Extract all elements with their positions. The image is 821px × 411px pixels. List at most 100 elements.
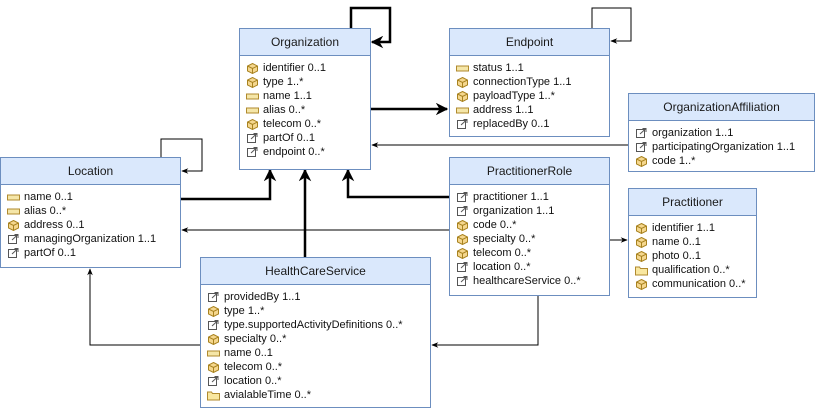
attribute-row: providedBy 1..1 [207,290,430,304]
attribute-row: name 0..1 [635,235,756,249]
datatype-icon [635,155,652,167]
attribute-row: organization 1..1 [635,126,814,140]
attribute-label: location 0..* [473,261,531,273]
reference-icon [456,118,473,130]
attribute-row: avialableTime 0..* [207,388,430,402]
healthcare-service-class-title: HealthCareService [201,258,430,285]
attribute-row: location 0..* [207,374,430,388]
attribute-label: alias 0..* [263,104,306,116]
datatype-icon [7,219,24,231]
attribute-row: organization 1..1 [456,204,609,218]
primitive-icon [246,91,263,102]
primitive-icon [456,63,473,74]
practitioner-class-title: Practitioner [629,189,756,216]
attribute-row: address 1..1 [456,103,609,117]
attribute-label: code 1..* [652,155,696,167]
practitioner-role-class-title: PractitionerRole [450,158,609,185]
attribute-row: type.supportedActivityDefinitions 0..* [207,318,430,332]
attribute-row: specialty 0..* [207,332,430,346]
attribute-row: participatingOrganization 1..1 [635,140,814,154]
attribute-label: type 1..* [224,305,265,317]
attribute-label: partOf 0..1 [263,132,315,144]
attribute-row: telecom 0..* [456,246,609,260]
attribute-label: telecom 0..* [263,118,322,130]
attribute-row: location 0..* [456,260,609,274]
datatype-icon [246,118,263,130]
attribute-label: identifier 1..1 [652,222,715,234]
datatype-icon [635,222,652,234]
location-partof-self-edge [160,138,203,174]
datatype-icon [246,62,263,74]
attribute-row: identifier 0..1 [246,61,370,75]
attribute-row: name 0..1 [7,190,180,204]
attribute-row: alias 0..* [7,204,180,218]
attribute-label: connectionType 1..1 [473,76,572,88]
datatype-icon [207,305,224,317]
attribute-label: alias 0..* [24,205,67,217]
attribute-label: participatingOrganization 1..1 [652,141,796,153]
datatype-icon [635,250,652,262]
attribute-row: managingOrganization 1..1 [7,232,180,246]
healthcare-service-class[interactable]: HealthCareService providedBy 1..1 type 1.… [200,257,431,408]
datatype-icon [635,236,652,248]
datatype-icon [207,361,224,373]
attribute-label: endpoint 0..* [263,146,325,158]
attribute-row: identifier 1..1 [635,221,756,235]
attribute-row: practitioner 1..1 [456,190,609,204]
attribute-label: specialty 0..* [473,233,536,245]
attribute-label: managingOrganization 1..1 [24,233,157,245]
location-organization-edge [181,168,277,201]
attribute-row: endpoint 0..* [246,145,370,159]
attribute-row: qualification 0..* [635,263,756,277]
datatype-icon [456,76,473,88]
attribute-label: communication 0..* [652,278,746,290]
reference-icon [635,141,652,153]
attribute-row: telecom 0..* [207,360,430,374]
attribute-row: specialty 0..* [456,232,609,246]
datatype-icon [456,233,473,245]
attribute-row: telecom 0..* [246,117,370,131]
datatype-icon [635,278,652,290]
reference-icon [635,127,652,139]
attribute-row: code 0..* [456,218,609,232]
backbone-icon [207,390,224,401]
attribute-label: name 0..1 [224,347,273,359]
reference-icon [7,233,24,245]
endpoint-class-title: Endpoint [450,29,609,56]
attribute-label: identifier 0..1 [263,62,326,74]
attribute-label: specialty 0..* [224,333,287,345]
attribute-row: replacedBy 0..1 [456,117,609,131]
attribute-label: organization 1..1 [473,205,555,217]
practitionerrole-organization-edge [341,168,449,199]
attribute-label: code 0..* [473,219,517,231]
attribute-label: organization 1..1 [652,127,734,139]
attribute-row: code 1..* [635,154,814,168]
reference-icon [456,261,473,273]
attribute-row: alias 0..* [246,103,370,117]
attribute-label: healthcareService 0..* [473,275,581,287]
attribute-label: telecom 0..* [224,361,283,373]
attribute-label: address 1..1 [473,104,534,116]
attribute-label: location 0..* [224,375,282,387]
attribute-label: replacedBy 0..1 [473,118,550,130]
attribute-row: type 1..* [246,75,370,89]
organization-affiliation-class[interactable]: OrganizationAffiliation organization 1..… [628,93,815,172]
reference-icon [207,319,224,331]
attribute-label: avialableTime 0..* [224,389,312,401]
reference-icon [456,275,473,287]
organization-partof-self-edge [349,6,392,49]
attribute-label: providedBy 1..1 [224,291,301,303]
attribute-label: telecom 0..* [473,247,532,259]
primitive-icon [456,105,473,116]
primitive-icon [7,192,24,203]
